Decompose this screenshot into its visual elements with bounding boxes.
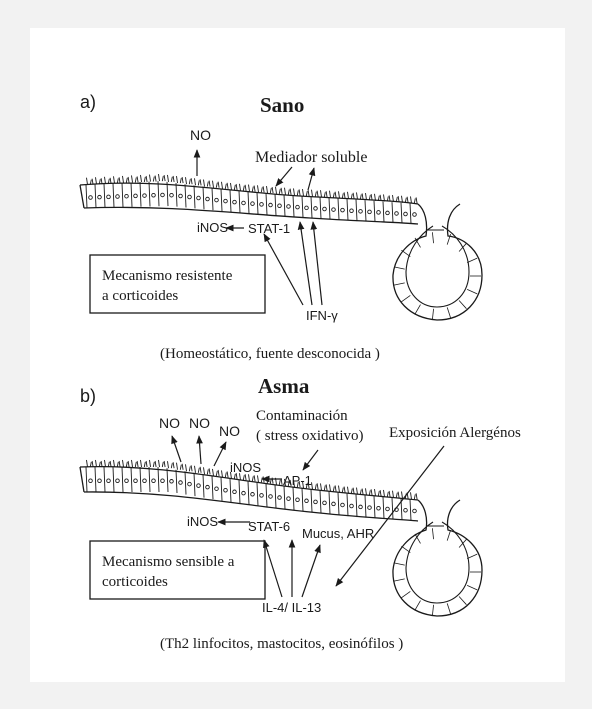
il-label: IL-4/ IL-13 bbox=[262, 600, 321, 615]
no-label-1: NO bbox=[159, 415, 180, 431]
box-b-line2: corticoides bbox=[102, 574, 168, 590]
box-a-line2: a corticoides bbox=[102, 288, 178, 304]
no-label-3: NO bbox=[219, 423, 240, 439]
box-a-line1: Mecanismo resistente bbox=[102, 268, 233, 284]
box-b-line1: Mecanismo sensible a bbox=[102, 554, 235, 570]
stat1-label: STAT-1 bbox=[248, 221, 290, 236]
exposicion-label: Exposición Alergénos bbox=[389, 425, 521, 441]
sensitive-mechanism-box bbox=[90, 541, 265, 599]
stat6-label: STAT-6 bbox=[248, 519, 290, 534]
contaminacion-label: Contaminación bbox=[256, 408, 348, 424]
mucus-label: Mucus, AHR bbox=[302, 526, 374, 541]
inos-lower-label: iNOS bbox=[187, 514, 218, 529]
ap1-label: AP-1 bbox=[283, 473, 312, 488]
panel-b-letter: b) bbox=[80, 386, 96, 406]
panel-b-title: Asma bbox=[258, 374, 310, 398]
panel-a-letter: a) bbox=[80, 92, 96, 112]
caption-b: (Th2 linfocitos, mastocitos, eosinófilos… bbox=[160, 636, 403, 652]
inos-label: iNOS bbox=[197, 220, 228, 235]
stress-label: ( stress oxidativo) bbox=[256, 428, 363, 444]
mediador-label: Mediador soluble bbox=[255, 149, 367, 166]
caption-a: (Homeostático, fuente desconocida ) bbox=[160, 346, 380, 362]
panel-a-title: Sano bbox=[260, 93, 304, 117]
no-label-2: NO bbox=[189, 415, 210, 431]
inos-upper-label: iNOS bbox=[230, 460, 261, 475]
ifn-label: IFN-γ bbox=[306, 308, 338, 323]
resistant-mechanism-box bbox=[90, 255, 265, 313]
no-label: NO bbox=[190, 127, 211, 143]
